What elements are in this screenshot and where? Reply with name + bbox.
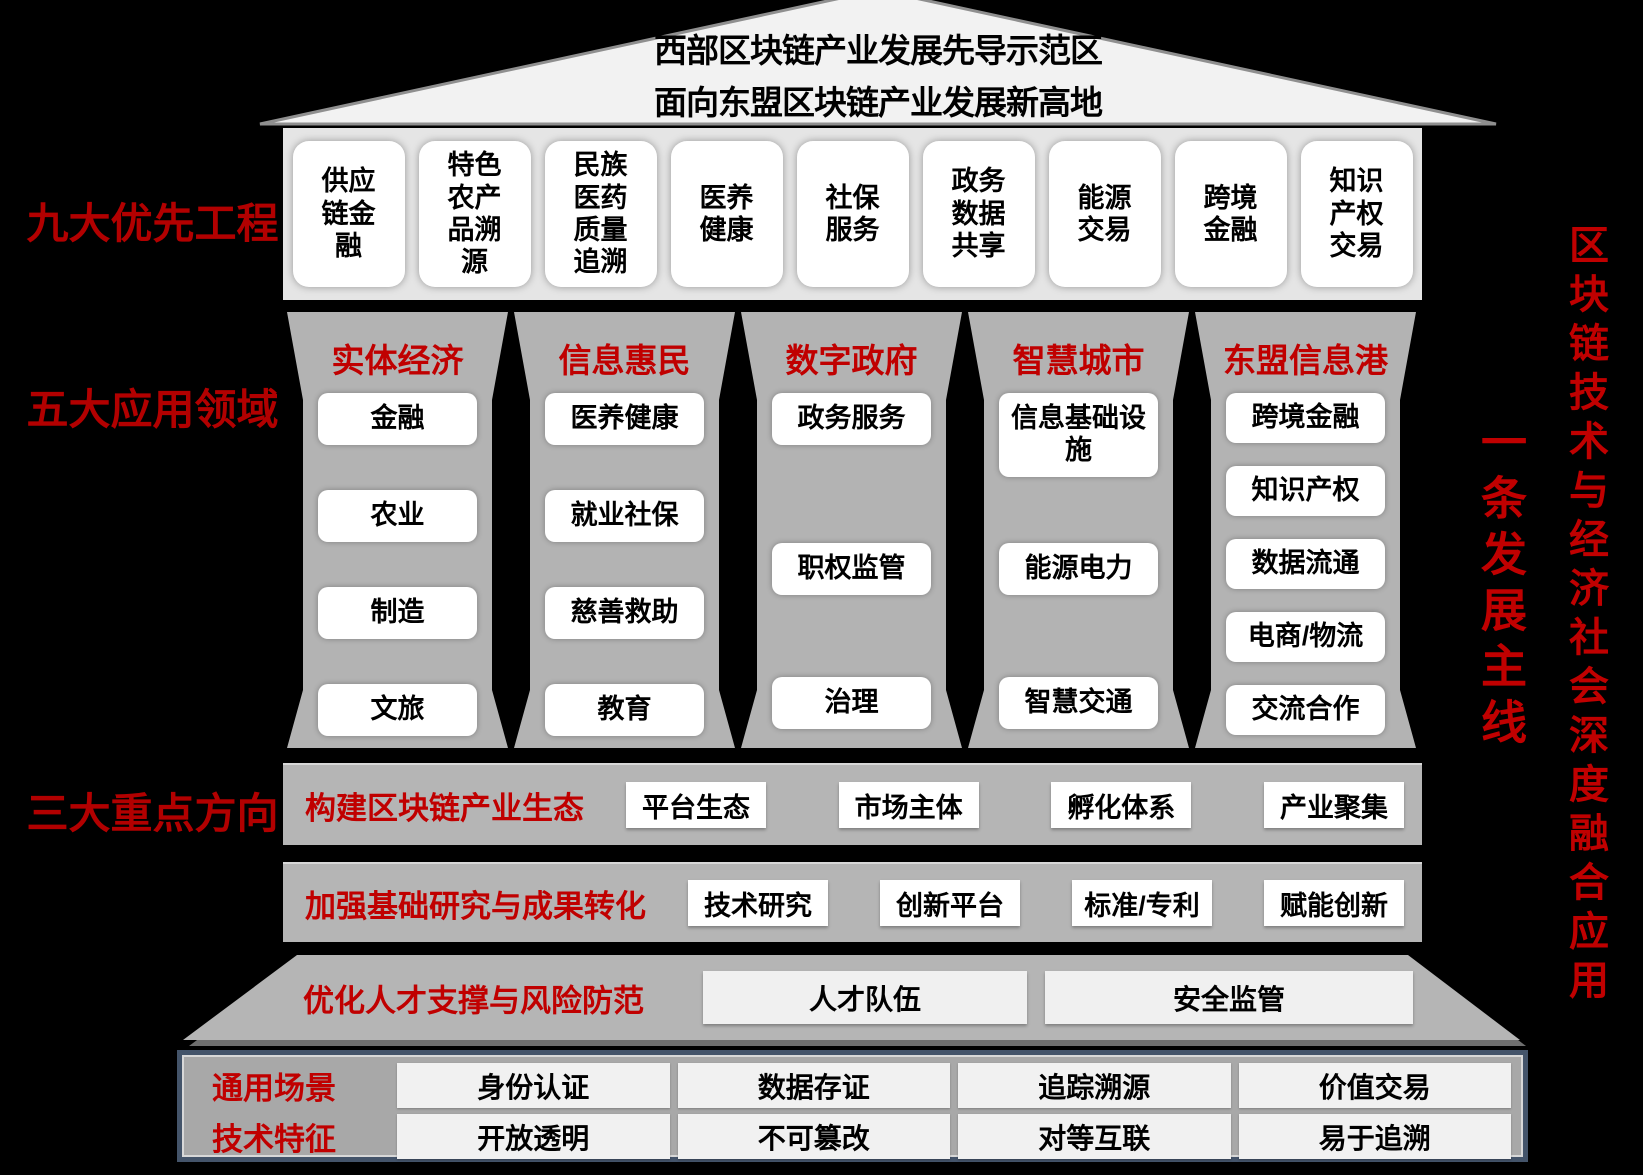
priority-project-box: 知识产权交易 <box>1300 141 1413 287</box>
direction-item: 标准/专利 <box>1072 880 1212 926</box>
direction-item: 产业聚集 <box>1263 782 1404 828</box>
priority-project-label: 民族医药质量追溯 <box>573 150 628 278</box>
foundation-item: 不可篡改 <box>677 1114 950 1159</box>
priority-projects-band: 供应链金融 特色农产品溯源 民族医药质量追溯 医养健康 社保服务 政务数据共享 … <box>283 128 1422 300</box>
priority-project-label: 特色农产品溯源 <box>447 150 502 278</box>
label-three-key-directions: 三大重点方向 <box>26 790 279 837</box>
direction-item: 技术研究 <box>688 880 828 926</box>
label-nine-priority-projects: 九大优先工程 <box>26 200 279 247</box>
priority-project-box: 能源交易 <box>1048 141 1161 287</box>
direction-bar-title: 构建区块链产业生态 <box>305 790 584 826</box>
foundation-item: 数据存证 <box>677 1063 950 1108</box>
foundation-item: 开放透明 <box>397 1114 670 1159</box>
pillar-title: 智慧城市 <box>1012 342 1145 379</box>
pillar-information-welfare: 信息惠民 医养健康 就业社保 慈善救助 教育 <box>514 312 735 748</box>
priority-project-label: 医养健康 <box>699 182 754 245</box>
direction-bar-talent-risk: 优化人才支撑与风险防范 人才队伍 安全监管 <box>183 955 1520 1040</box>
pillar-item: 就业社保 <box>545 490 704 542</box>
pillar-item: 智慧交通 <box>999 677 1158 729</box>
pillar-title: 信息惠民 <box>558 342 691 379</box>
pillar-item: 医养健康 <box>545 393 704 445</box>
priority-project-box: 政务数据共享 <box>922 141 1035 287</box>
foundation-row-label: 技术特征 <box>212 1122 336 1157</box>
direction-item: 赋能创新 <box>1264 880 1404 926</box>
priority-project-box: 社保服务 <box>796 141 909 287</box>
pillar-item: 教育 <box>545 684 704 736</box>
pillar-asean-info-port: 东盟信息港 跨境金融 知识产权 数据流通 电商/物流 交流合作 <box>1195 312 1416 748</box>
pillar-item: 农业 <box>318 490 477 542</box>
roof-shape <box>259 0 1497 126</box>
foundation-item: 易于追溯 <box>1238 1114 1511 1159</box>
priority-project-box: 医养健康 <box>670 141 783 287</box>
pillar-smart-city: 智慧城市 信息基础设施 能源电力 智慧交通 <box>968 312 1189 748</box>
direction-item: 平台生态 <box>626 782 766 828</box>
pillar-item: 跨境金融 <box>1226 393 1385 443</box>
pillar-real-economy: 实体经济 金融 农业 制造 文旅 <box>287 312 508 748</box>
pillar-item: 治理 <box>772 677 931 729</box>
priority-project-box: 供应链金融 <box>292 141 405 287</box>
direction-bar-title: 优化人才支撑与风险防范 <box>303 983 644 1018</box>
priority-project-box: 民族医药质量追溯 <box>544 141 657 287</box>
pillar-item: 电商/物流 <box>1226 612 1385 662</box>
priority-project-label: 供应链金融 <box>321 166 376 262</box>
label-one-development-mainline: 一条发展主线 <box>1475 418 1527 754</box>
roof-title-line2: 面向东盟区块链产业发展新高地 <box>654 84 1103 121</box>
pillar-item: 能源电力 <box>999 543 1158 595</box>
priority-project-label: 政务数据共享 <box>951 166 1006 262</box>
label-deep-integration-theme: 区块链技术与经济社会深度融合应用 <box>1563 224 1607 1008</box>
direction-item: 安全监管 <box>1045 971 1413 1024</box>
pillar-item: 文旅 <box>318 684 477 736</box>
pillar-digital-government: 数字政府 政务服务 职权监管 治理 <box>741 312 962 748</box>
direction-bar-industry-ecosystem: 构建区块链产业生态 平台生态 市场主体 孵化体系 产业聚集 <box>283 763 1422 845</box>
pillar-item: 金融 <box>318 393 477 445</box>
pillar-item: 数据流通 <box>1226 539 1385 589</box>
pillar-item: 职权监管 <box>772 543 931 595</box>
pillar-item: 信息基础设施 <box>999 393 1158 477</box>
direction-item: 创新平台 <box>880 880 1020 926</box>
direction-item: 市场主体 <box>838 782 979 828</box>
pillar-title: 实体经济 <box>331 342 464 379</box>
direction-bar-title: 加强基础研究与成果转化 <box>305 888 646 924</box>
foundation-item: 身份认证 <box>397 1063 670 1108</box>
foundation-item: 价值交易 <box>1238 1063 1511 1108</box>
pillar-title: 数字政府 <box>785 342 918 379</box>
direction-item: 孵化体系 <box>1051 782 1192 828</box>
priority-project-box: 跨境金融 <box>1174 141 1287 287</box>
foundation-item: 追踪溯源 <box>958 1063 1231 1108</box>
pillar-item: 交流合作 <box>1226 685 1385 735</box>
pillar-item: 制造 <box>318 587 477 639</box>
pillar-title: 东盟信息港 <box>1223 342 1388 379</box>
foundation-table: 通用场景 身份认证 数据存证 追踪溯源 价值交易 技术特征 开放透明 不可篡改 … <box>177 1050 1528 1162</box>
pillar-item: 慈善救助 <box>545 587 704 639</box>
foundation-item: 对等互联 <box>958 1114 1231 1159</box>
priority-project-label: 社保服务 <box>825 182 880 245</box>
pillar-item: 政务服务 <box>772 393 931 445</box>
priority-project-label: 知识产权交易 <box>1329 166 1384 262</box>
roof-title-line1: 西部区块链产业发展先导示范区 <box>654 32 1103 69</box>
pillar-item: 知识产权 <box>1226 466 1385 516</box>
direction-bar-items: 技术研究 创新平台 标准/专利 赋能创新 <box>688 880 1404 926</box>
foundation-row-label: 通用场景 <box>212 1071 336 1106</box>
direction-bar-basic-research: 加强基础研究与成果转化 技术研究 创新平台 标准/专利 赋能创新 <box>283 862 1422 942</box>
priority-project-label: 跨境金融 <box>1203 182 1258 245</box>
priority-project-label: 能源交易 <box>1077 182 1132 245</box>
label-five-application-areas: 五大应用领域 <box>26 386 279 433</box>
direction-bar-items: 平台生态 市场主体 孵化体系 产业聚集 <box>626 782 1404 828</box>
priority-project-box: 特色农产品溯源 <box>418 141 531 287</box>
direction-item: 人才队伍 <box>703 971 1027 1024</box>
